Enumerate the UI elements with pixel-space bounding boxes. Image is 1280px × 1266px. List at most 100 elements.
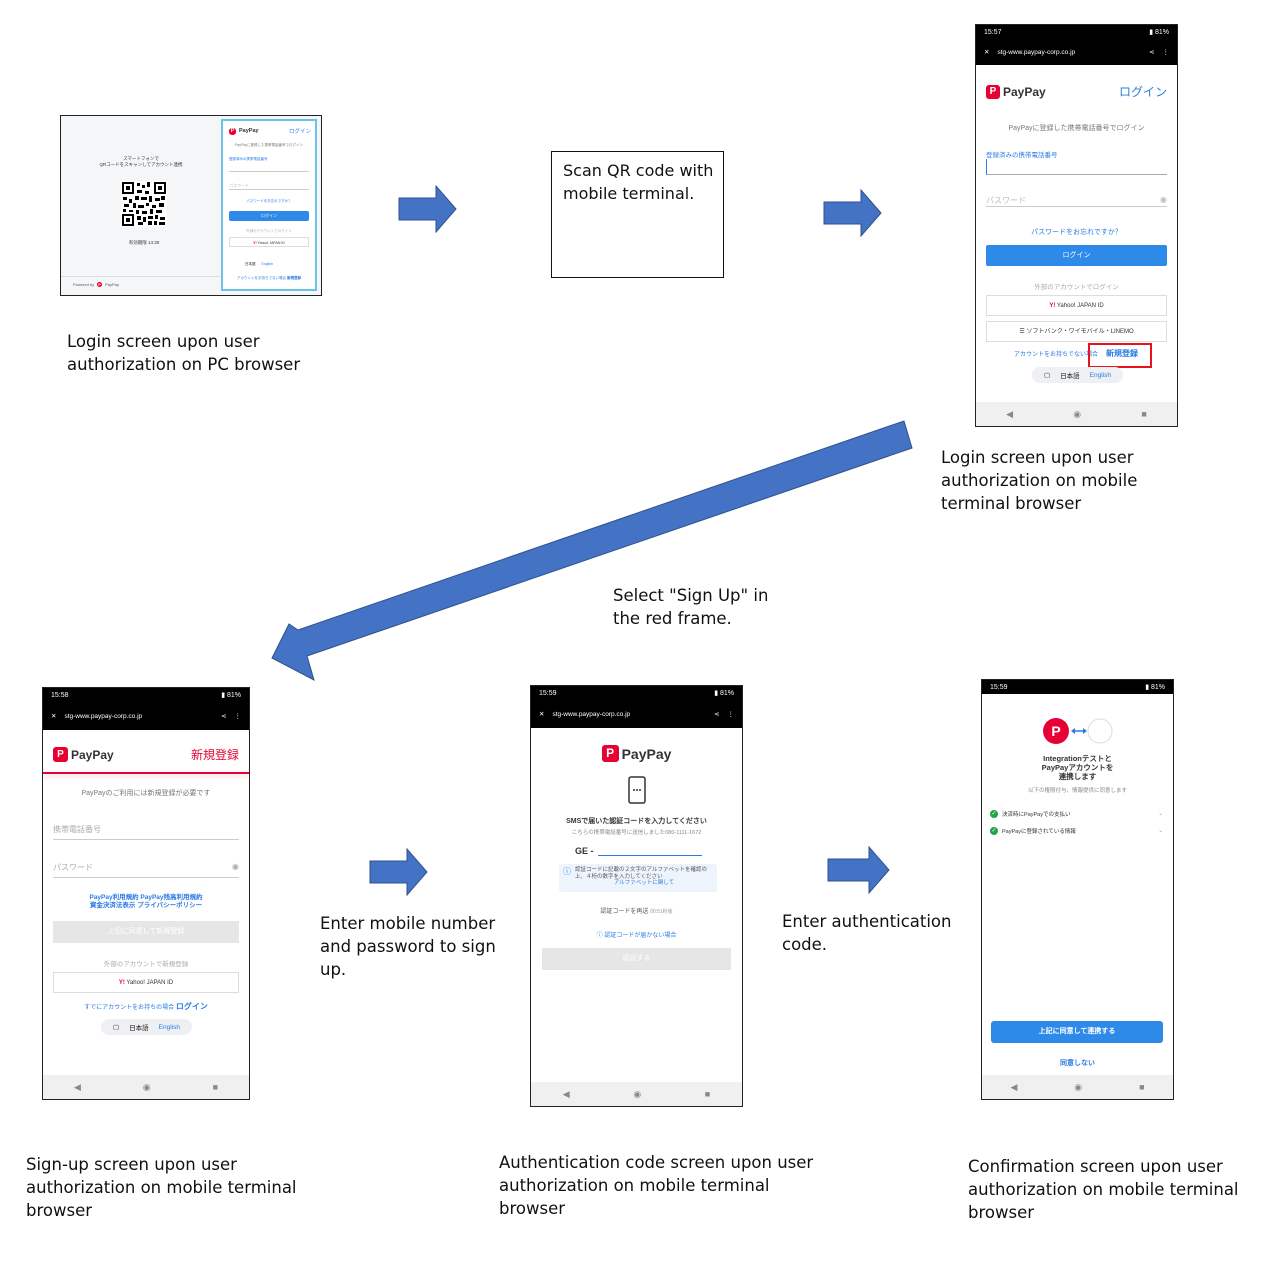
ml-signup-row: アカウントをお持ちでない場合 (1014, 352, 1099, 358)
close-icon[interactable]: ✕ (51, 713, 57, 720)
url-text[interactable]: stg-www.paypay-corp.co.jp (552, 710, 631, 718)
pc-login-link[interactable]: ログイン (288, 129, 311, 135)
cf-decline-link[interactable]: 同意しない (1060, 1060, 1095, 1067)
recents-icon[interactable]: ■ (704, 1089, 711, 1099)
ml-phone-field[interactable] (986, 159, 1167, 175)
pc-login-button[interactable]: ログイン (229, 211, 309, 221)
more-icon[interactable]: ⋮ (727, 711, 735, 718)
su-password-field[interactable]: パスワード ◉ (53, 862, 239, 878)
recents-icon[interactable]: ■ (212, 1082, 219, 1092)
terms-link-2[interactable]: PayPay残高利用規約 (140, 894, 203, 901)
check-circle-icon: ✓ (990, 810, 998, 818)
share-icon[interactable]: ⋖ (221, 713, 227, 720)
back-icon[interactable]: ◀ (562, 1088, 570, 1099)
chevron-down-icon: ⌄ (1158, 811, 1163, 817)
ml-forgot-link[interactable]: パスワードをお忘れですか？ (1031, 229, 1122, 236)
cf-perm-2[interactable]: ✓ PayPayに登録されている情報 ⌄ (990, 827, 1163, 835)
paypay-logo-icon: P (229, 127, 236, 135)
ml-external: 外部のアカウントでログイン (1034, 284, 1119, 291)
su-lang-switch[interactable]: ▢ 日本語 English (101, 1019, 192, 1035)
terms-link-4[interactable]: プライバシーポリシー (137, 902, 203, 909)
eye-icon[interactable]: ◉ (1160, 195, 1167, 204)
su-intro: PayPayのご利用には新規登録が必要です (81, 790, 211, 797)
battery-indicator: ▮ 81% (1149, 29, 1169, 36)
cf-perm-1[interactable]: ✓ 決済時にPayPayでの支払い ⌄ (990, 810, 1163, 818)
ac-header: P PayPay (531, 744, 742, 762)
ac-code-row: GE - (575, 844, 702, 856)
ac-prefix: GE - (575, 846, 594, 856)
ml-intro: PayPayに登録した携帯電話番号でログイン (1008, 125, 1145, 132)
ml-yahoo-button[interactable]: Y! Yahoo! JAPAN ID (986, 295, 1167, 316)
su-phone-field[interactable]: 携帯電話番号 (53, 824, 239, 840)
ml-login-link[interactable]: ログイン (1118, 85, 1167, 99)
pc-forgot-link[interactable]: パスワードをお忘れですか？ (246, 199, 292, 203)
yahoo-icon: Y! (118, 980, 125, 986)
share-icon[interactable]: ⋖ (1149, 49, 1155, 56)
qr-instructions: スマートフォンで QRコードをスキャンしてアカウント連携 (99, 156, 183, 167)
ac-submit-button[interactable]: 認証する (542, 948, 731, 970)
pc-login-panel: P PayPay ログイン PayPayに登録した携帯電話番号でログイン 登録済… (221, 119, 317, 291)
arrow-diagonal (271, 420, 913, 681)
battery-indicator: ▮ 81% (714, 690, 734, 697)
ml-password-field[interactable]: パスワード ◉ (986, 195, 1167, 207)
pc-intro: PayPayに登録した携帯電話番号でログイン (234, 143, 304, 147)
arrow-right-1 (398, 185, 457, 233)
ml-signup-link[interactable]: 新規登録 (1106, 349, 1138, 358)
scan-qr-box: Scan QR code with mobile terminal. (551, 151, 724, 278)
signup-highlight-frame (1088, 343, 1152, 368)
ac-not-received[interactable]: ⓘ 認証コードが届かない場合 (596, 933, 677, 939)
share-icon[interactable]: ⋖ (714, 711, 720, 718)
pc-yahoo-button[interactable]: Y! Yahoo! JAPAN ID (229, 237, 309, 247)
eye-icon[interactable]: ◉ (232, 862, 239, 871)
ml-login-button[interactable]: ログイン (986, 245, 1167, 266)
chat-icon: ▢ (1044, 372, 1051, 379)
home-icon[interactable]: ◉ (1074, 1081, 1083, 1092)
cf-subtitle: 以下の権限付与、情報提供に同意します (1027, 788, 1127, 794)
status-bar: 15:57 ▮ 81% (976, 25, 1177, 39)
paypay-logo-icon: P (601, 745, 619, 762)
more-icon[interactable]: ⋮ (234, 713, 242, 720)
ac-resend-link[interactable]: 認証コードを再送 (600, 909, 649, 915)
pc-header: P PayPay ログイン (229, 127, 311, 135)
close-icon[interactable]: ✕ (984, 49, 990, 56)
pc-signup-link[interactable]: 新規登録 (286, 276, 301, 280)
caption-mobile-login: Login screen upon user authorization on … (941, 448, 1138, 513)
pc-lang-switch[interactable]: 日本語 English (245, 262, 273, 266)
browser-bar: ✕ stg-www.paypay-corp.co.jp ⋖ ⋮ (43, 702, 249, 730)
home-icon[interactable]: ◉ (633, 1088, 642, 1099)
android-navbar: ◀ ◉ ■ (976, 402, 1177, 426)
pc-phone-field[interactable] (229, 169, 309, 172)
status-bar: 15:58 ▮ 81% (43, 688, 249, 702)
mobile-login-screenshot: 15:57 ▮ 81% ✕ stg-www.paypay-corp.co.jp … (975, 24, 1178, 427)
browser-bar: ✕ stg-www.paypay-corp.co.jp ⋖ ⋮ (976, 39, 1177, 65)
ac-info-link[interactable]: アルファベットに関して (613, 880, 675, 886)
home-icon[interactable]: ◉ (142, 1081, 151, 1092)
su-header: P PayPay 新規登録 (53, 746, 239, 763)
back-icon[interactable]: ◀ (73, 1081, 81, 1092)
terms-link-1[interactable]: PayPay利用規約 (89, 894, 139, 901)
recents-icon[interactable]: ■ (1141, 409, 1147, 419)
su-login-link[interactable]: ログイン (175, 1002, 208, 1011)
su-yahoo-button[interactable]: Y! Yahoo! JAPAN ID (53, 972, 239, 993)
url-text[interactable]: stg-www.paypay-corp.co.jp (64, 712, 143, 720)
close-icon[interactable]: ✕ (539, 711, 545, 718)
caption-select-signup: Select "Sign Up" in the red frame. (613, 586, 769, 628)
pc-password-field[interactable]: パスワード (229, 183, 309, 190)
more-icon[interactable]: ⋮ (1162, 49, 1170, 56)
arrow-right-3 (369, 848, 428, 896)
ml-lang-switch[interactable]: ▢ 日本語 English (1032, 367, 1123, 383)
ml-softbank-button[interactable]: ☰ ソフトバンク・ワイモバイル・LINEMO (986, 321, 1167, 342)
chat-icon: ▢ (113, 1024, 120, 1031)
recents-icon[interactable]: ■ (1139, 1082, 1145, 1092)
cf-title: Integrationテストと PayPayアカウントを 連携します (1041, 754, 1114, 781)
url-text[interactable]: stg-www.paypay-corp.co.jp (997, 48, 1076, 56)
home-icon[interactable]: ◉ (1073, 408, 1082, 419)
cf-agree-button[interactable]: 上記に同意して連携する (991, 1021, 1163, 1043)
softbank-icon: ☰ (1019, 329, 1025, 335)
back-icon[interactable]: ◀ (1010, 1081, 1018, 1092)
pc-login-screenshot: スマートフォンで QRコードをスキャンしてアカウント連携 有効期限 14:30 … (60, 115, 322, 296)
back-icon[interactable]: ◀ (1006, 408, 1014, 419)
ac-code-input[interactable] (597, 844, 702, 856)
terms-link-3[interactable]: 資金決済法表示 (89, 902, 136, 909)
su-agree-button[interactable]: 上記に同意して新規登録 (53, 921, 239, 943)
